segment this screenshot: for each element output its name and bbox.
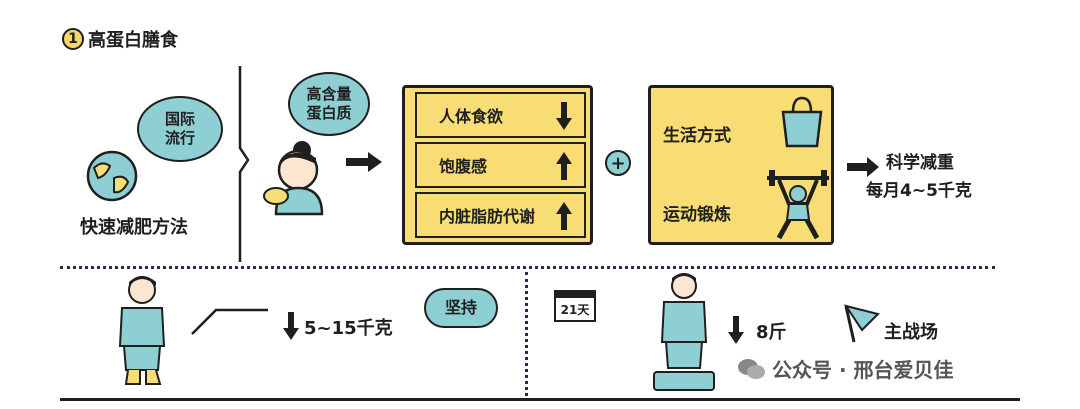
arrow-down-icon <box>283 312 299 340</box>
effect-row-visceral-fat: 内脏脂肪代谢 <box>415 192 586 238</box>
person-before-illustration <box>118 276 166 385</box>
calendar-icon: 21天 <box>554 290 596 322</box>
main-battlefield-label: 主战场 <box>884 322 938 343</box>
arrow-down-icon <box>728 316 744 344</box>
persist-bubble: 坚持 <box>424 288 498 328</box>
plus-icon: + <box>605 150 631 176</box>
lifestyle-label: 生活方式 <box>663 126 731 146</box>
person-on-scale-illustration <box>653 273 715 391</box>
effects-panel: 人体食欲 饱腹感 内脏脂肪代谢 <box>402 85 593 245</box>
arrow-down-icon <box>556 102 572 130</box>
weight-loss-jin: 8斤 <box>756 322 787 343</box>
weight-loss-range: 5~15千克 <box>304 318 393 339</box>
watermark-text: 公众号 · 邢台爱贝佳 <box>772 358 954 382</box>
effect-label: 人体食欲 <box>439 107 504 126</box>
lifestyle-panel: 生活方式 运动锻炼 <box>648 85 834 245</box>
watermark: 公众号 · 邢台爱贝佳 <box>736 354 954 383</box>
heading-text: 高蛋白膳食 <box>88 30 178 51</box>
result-line2: 每月4~5千克 <box>866 181 972 201</box>
dotted-divider <box>60 266 995 269</box>
heading-number: 1 <box>62 28 84 50</box>
globe-icon <box>86 150 138 202</box>
effect-label: 饱腹感 <box>439 157 488 176</box>
effect-row-appetite: 人体食欲 <box>415 92 586 138</box>
trend-line-icon <box>191 308 268 335</box>
trend-bubble: 国际 流行 <box>137 96 223 162</box>
arrow-up-icon <box>556 202 572 230</box>
effect-label: 内脏脂肪代谢 <box>439 207 536 226</box>
girl-eating-illustration <box>263 141 324 216</box>
shopping-bag-icon <box>781 96 823 148</box>
bracket-divider <box>238 66 250 262</box>
weightlifter-icon <box>767 170 829 240</box>
bottom-rule <box>60 398 1020 401</box>
arrow-right-icon <box>847 157 879 177</box>
result-line1: 科学减重 <box>886 153 954 173</box>
vertical-dotted-divider <box>525 272 528 396</box>
wechat-icon <box>738 358 765 379</box>
arrow-right-icon <box>346 152 382 172</box>
fast-weight-loss-label: 快速减肥方法 <box>80 217 188 238</box>
protein-bubble: 高含量 蛋白质 <box>288 72 370 136</box>
flag-icon <box>843 304 880 343</box>
effect-row-satiety: 饱腹感 <box>415 142 586 188</box>
arrow-up-icon <box>556 152 572 180</box>
section-heading: 1 高蛋白膳食 <box>62 26 178 52</box>
exercise-label: 运动锻炼 <box>663 205 731 225</box>
